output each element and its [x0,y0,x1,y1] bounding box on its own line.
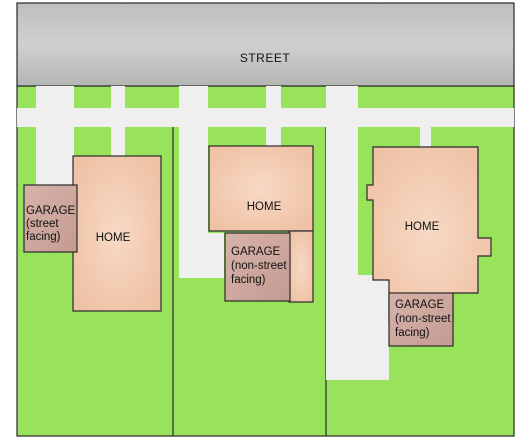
garage-label-line: (non-street [395,313,451,325]
driveway [179,86,224,278]
garage-label: GARAGE (non-street facing) [395,299,454,339]
garage-label-line: facing) [26,231,61,243]
garage [224,232,291,302]
garage-label-line: (non-street [231,260,287,272]
garage-label-line: GARAGE [26,205,76,217]
garage-label: GARAGE (non-street facing) [231,246,290,286]
garage-label-line: (street [26,218,59,230]
garage [23,184,78,253]
garage-label-line: facing) [231,274,266,286]
driveway [326,86,389,380]
front-walk [111,86,125,156]
street-label: STREET [240,51,291,65]
garage-label: GARAGE (street facing) [26,205,78,243]
front-walk [420,127,431,147]
home-label: HOME [405,221,440,233]
front-walk [266,86,281,146]
street [16,2,515,87]
home-label: HOME [247,201,282,213]
home-label: HOME [96,232,131,244]
garage-label-line: facing) [395,327,430,339]
home-extension [288,230,314,303]
garage-label-line: GARAGE [395,299,445,311]
home [72,155,162,312]
garage [388,292,454,347]
sidewalk [17,108,514,127]
driveway [36,86,74,185]
home [208,145,314,232]
garage-label-line: GARAGE [231,246,281,258]
